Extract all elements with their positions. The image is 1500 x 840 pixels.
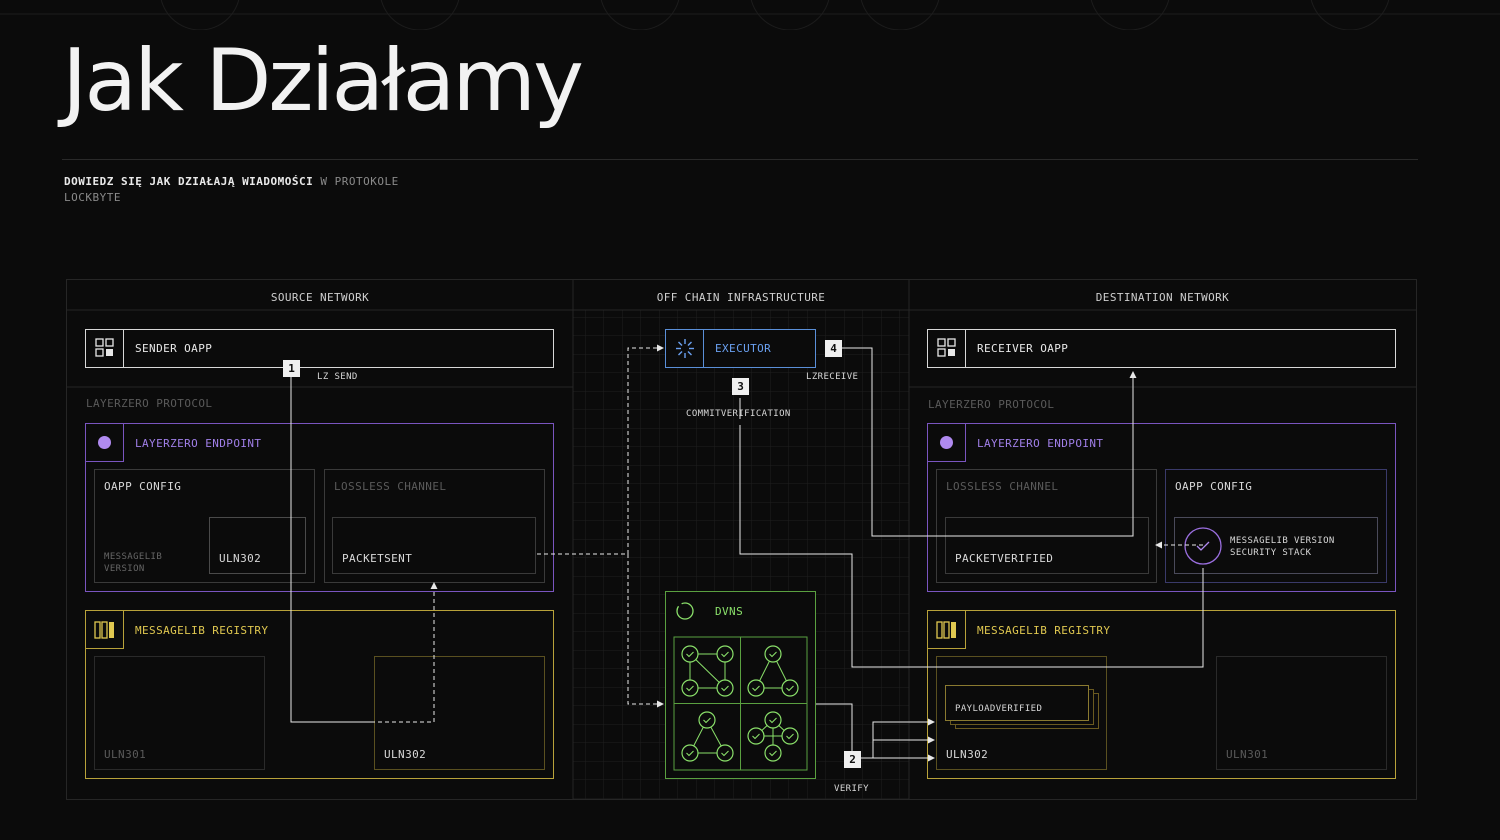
packetsent-box[interactable]: PACKETSENT — [332, 517, 536, 574]
lz-send-label: LZ SEND — [317, 372, 358, 382]
dvn-network-graphic — [673, 636, 808, 771]
page-subtitle: DOWIEDZ SIĘ JAK DZIAŁAJĄ WIADOMOŚCI W PR… — [64, 174, 464, 206]
header-decoration — [0, 0, 1500, 30]
dest-endpoint-label: LAYERZERO ENDPOINT — [977, 437, 1104, 450]
column-header-source: SOURCE NETWORK — [270, 291, 370, 304]
commitverification-label: COMMITVERIFICATION — [686, 409, 791, 419]
registry-icon — [928, 611, 966, 649]
subtitle-rest: W PROTOKOLE — [313, 175, 399, 188]
source-uln301-label: ULN301 — [104, 748, 147, 761]
divider — [62, 159, 1418, 160]
source-uln302-label: ULN302 — [219, 552, 262, 565]
endpoint-dot-icon — [86, 424, 124, 462]
source-registry-uln302-label: ULN302 — [384, 748, 427, 761]
source-lossless-label: LOSSLESS CHANNEL — [334, 480, 447, 493]
payloadverified-label: PAYLOADVERIFIED — [955, 704, 1043, 714]
dvns-circle-icon — [666, 592, 704, 630]
source-protocol-label: LAYERZERO PROTOCOL — [86, 397, 213, 410]
grid-icon — [86, 330, 124, 367]
executor-box[interactable]: EXECUTOR — [665, 329, 816, 368]
executor-label: EXECUTOR — [715, 342, 772, 355]
grid-icon — [928, 330, 966, 367]
dest-lossless-label: LOSSLESS CHANNEL — [946, 480, 1059, 493]
sender-oapp-label: SENDER OAPP — [135, 342, 213, 355]
dest-uln301-box[interactable]: ULN301 — [1216, 656, 1387, 770]
registry-icon — [86, 611, 124, 649]
security-stack-label: MESSAGELIB VERSION SECURITY STACK — [1230, 536, 1335, 558]
source-registry-uln302-box[interactable]: ULN302 — [374, 656, 545, 770]
receiver-oapp-box[interactable]: RECEIVER OAPP — [927, 329, 1396, 368]
source-oapp-config-label: OAPP CONFIG — [104, 480, 182, 493]
dvns-box[interactable]: DVNS — [665, 591, 816, 779]
packetverified-box[interactable]: PACKETVERIFIED — [945, 517, 1149, 574]
subtitle-line2: LOCKBYTE — [64, 191, 121, 204]
lzreceive-label: LZRECEIVE — [806, 372, 859, 382]
source-uln302-box[interactable]: ULN302 — [209, 517, 306, 574]
dest-oapp-config-label: OAPP CONFIG — [1175, 480, 1253, 493]
dest-uln301-label: ULN301 — [1226, 748, 1269, 761]
packetverified-label: PACKETVERIFIED — [955, 552, 1054, 565]
dest-protocol-label: LAYERZERO PROTOCOL — [928, 398, 1055, 411]
step-badge-3: 3 — [732, 378, 749, 395]
dvns-label: DVNS — [715, 605, 744, 618]
subtitle-bold: DOWIEDZ SIĘ JAK DZIAŁAJĄ WIADOMOŚCI — [64, 175, 314, 188]
source-registry-label: MESSAGELIB REGISTRY — [135, 624, 269, 637]
page-title: Jak Działamy — [62, 31, 584, 131]
messagelib-version-label: MESSAGELIB VERSION — [104, 552, 163, 574]
step-badge-4: 4 — [825, 340, 842, 357]
column-header-destination: DESTINATION NETWORK — [1095, 291, 1230, 304]
column-header-offchain: OFF CHAIN INFRASTRUCTURE — [656, 291, 826, 304]
receiver-oapp-label: RECEIVER OAPP — [977, 342, 1069, 355]
security-check-icon — [1184, 527, 1222, 565]
payloadverified-box[interactable]: PAYLOADVERIFIED — [945, 685, 1089, 721]
sender-oapp-box[interactable]: SENDER OAPP — [85, 329, 554, 368]
dest-uln302-label: ULN302 — [946, 748, 989, 761]
source-uln301-box[interactable]: ULN301 — [94, 656, 265, 770]
step-badge-1: 1 — [283, 360, 300, 377]
executor-spinner-icon — [666, 330, 704, 367]
packetsent-label: PACKETSENT — [342, 552, 413, 565]
endpoint-dot-icon — [928, 424, 966, 462]
verify-label: VERIFY — [834, 784, 869, 794]
dest-registry-label: MESSAGELIB REGISTRY — [977, 624, 1111, 637]
source-endpoint-label: LAYERZERO ENDPOINT — [135, 437, 262, 450]
step-badge-2: 2 — [844, 751, 861, 768]
